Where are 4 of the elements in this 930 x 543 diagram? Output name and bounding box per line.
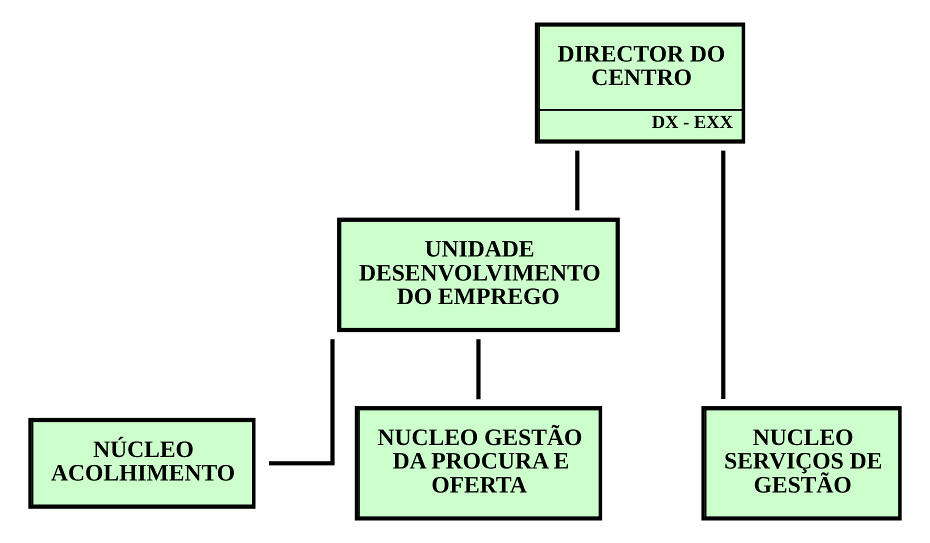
connector — [575, 150, 580, 210]
connector — [721, 150, 726, 399]
connector — [476, 339, 481, 400]
connector — [269, 339, 335, 466]
